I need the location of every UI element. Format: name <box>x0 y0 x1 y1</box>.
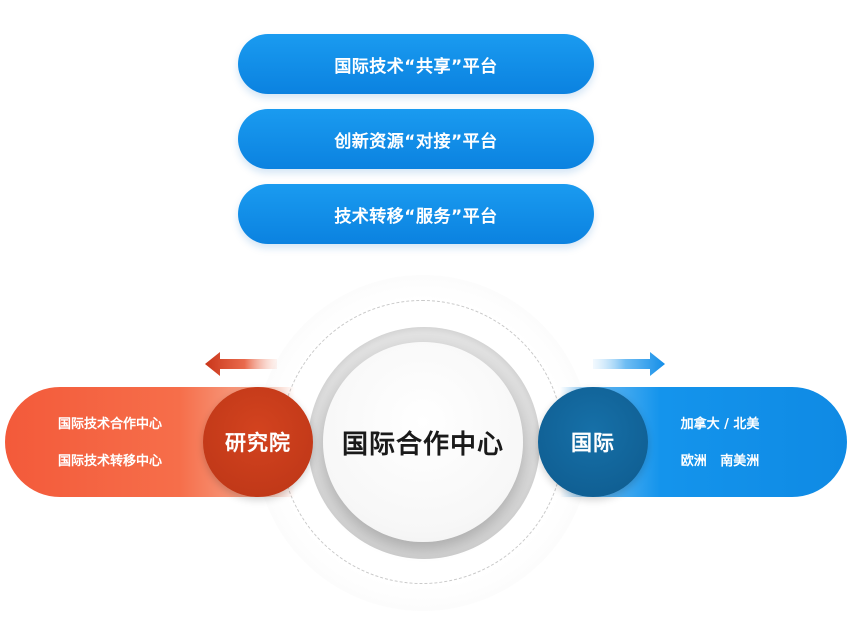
center-circle: 国际合作中心 <box>323 342 523 542</box>
right-circle-international: 国际 <box>538 387 648 497</box>
platform-label: 技术转移“服务”平台 <box>334 206 498 227</box>
left-bar-line-2: 国际技术转移中心 <box>57 454 162 469</box>
center-label: 国际合作中心 <box>341 429 504 460</box>
platform-label: 国际技术“共享”平台 <box>334 56 498 77</box>
platform-pill-docking: 创新资源“对接”平台 <box>238 109 594 169</box>
right-arrow-icon <box>593 352 665 376</box>
platform-label: 创新资源“对接”平台 <box>334 131 498 152</box>
left-circle-label: 研究院 <box>225 431 291 455</box>
right-circle-label: 国际 <box>571 431 615 455</box>
left-bar-line-1: 国际技术合作中心 <box>57 417 162 432</box>
left-arrow-icon <box>205 352 277 376</box>
right-bar-line-1: 加拿大 / 北美 <box>680 417 760 432</box>
platform-pill-service: 技术转移“服务”平台 <box>238 184 594 244</box>
platform-pill-sharing: 国际技术“共享”平台 <box>238 34 594 94</box>
right-bar-line-2: 欧洲 南美洲 <box>680 454 760 469</box>
left-circle-institute: 研究院 <box>203 387 313 497</box>
